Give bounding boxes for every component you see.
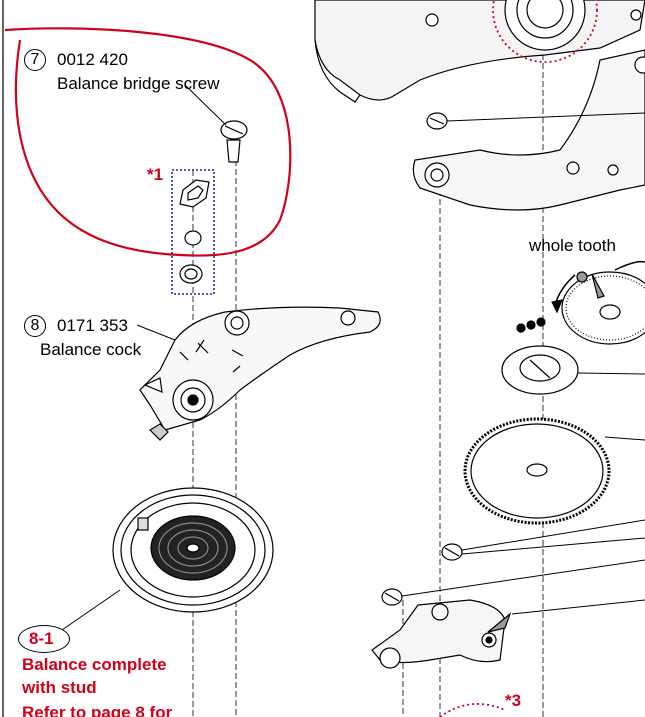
lower-screws [381, 519, 645, 606]
gear-wheel-drawing [463, 417, 645, 525]
balance-bridge-screw [220, 120, 248, 163]
wheel-whole-tooth-drawing [516, 260, 645, 345]
whole-tooth-label: whole tooth [529, 236, 616, 255]
bridge-drawing [412, 49, 645, 211]
red-highlight-loop [4, 27, 292, 257]
star-1-note: *1 [147, 165, 164, 184]
part-8-1-note: Refer to page 8 for [22, 703, 173, 717]
red-dotted-marker [439, 703, 506, 717]
star-3-note: *3 [505, 691, 522, 710]
screw-right-top [426, 112, 645, 130]
shock-setting-box [171, 169, 215, 295]
part-7-name: Balance bridge screw [57, 74, 220, 93]
disc-drawing [501, 345, 645, 395]
part-8-1-name-line1: Balance complete [22, 655, 167, 674]
part-8-name: Balance cock [40, 340, 142, 359]
part-7-code: 0012 420 [57, 50, 128, 69]
part-8-1-oval [18, 625, 70, 653]
part-8-1-index: 8-1 [29, 629, 54, 648]
part-8-1-name-line2: with stud [22, 678, 97, 697]
part-8-index: 8 [24, 315, 46, 337]
balance-wheel-drawing [112, 487, 274, 613]
part-7-index: 7 [24, 49, 46, 71]
main-plate-drawing [314, 0, 645, 103]
balance-cock-drawing [139, 306, 381, 441]
lower-bridge-drawing [371, 599, 645, 669]
shock-setting-parts [179, 179, 210, 284]
part-8-code: 0171 353 [57, 316, 128, 335]
